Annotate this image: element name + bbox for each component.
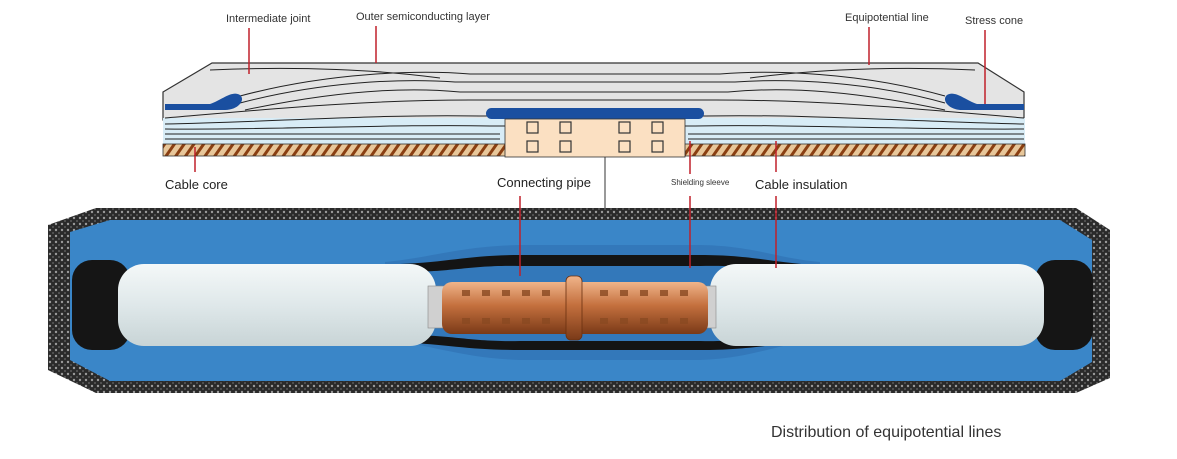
stress-cone-left [165,93,243,110]
connecting-pipe-box [504,118,686,158]
cable-left [118,264,436,346]
label-cable-core: Cable core [165,177,228,192]
stress-cone-right [944,93,1024,110]
label-cable-insulation: Cable insulation [755,177,848,192]
cable-right [710,264,1044,346]
label-equipotential-line: Equipotential line [845,12,929,24]
label-intermediate-joint: Intermediate joint [226,13,311,25]
schematic [162,62,1026,210]
label-stress-cone: Stress cone [965,15,1024,27]
label-connecting-pipe: Connecting pipe [497,175,591,190]
joint-photo [48,208,1110,393]
leader-lines [194,26,986,276]
label-shielding-sleeve: Shielding sleeve [671,178,730,187]
figure-caption: Distribution of equipotential lines [771,424,1002,441]
shielding-sleeve-bar [486,108,704,119]
label-outer-semiconducting-layer: Outer semiconducting layer [356,11,490,23]
